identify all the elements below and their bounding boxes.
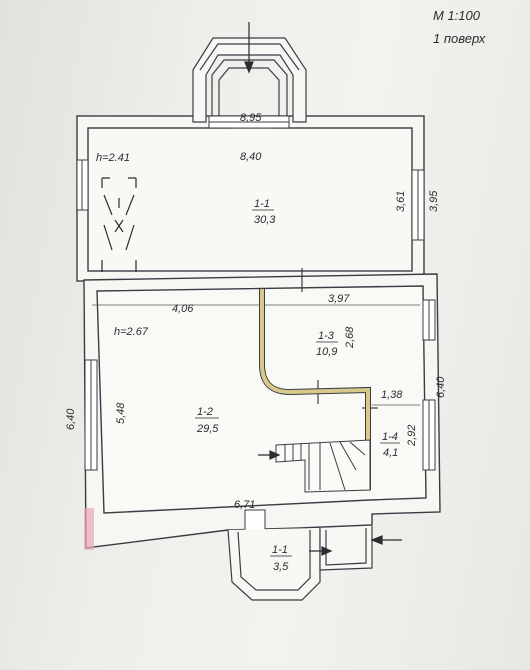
dim-right-upper-inner: 3,61: [395, 191, 407, 212]
dim-right-upper-outer: 3,95: [428, 190, 440, 212]
stair: [275, 439, 371, 493]
height-lower: h=2.67: [114, 326, 149, 338]
upper-walls: [76, 115, 425, 282]
room-id: 1-1: [272, 544, 288, 556]
room-1-3: 1-3 10,9: [316, 330, 338, 358]
room-area: 10,9: [316, 346, 337, 358]
room-area: 4,1: [383, 447, 398, 459]
room-id: 1-1: [254, 198, 270, 210]
dim-top-inner: 8,40: [240, 151, 262, 163]
room-area: 3,5: [273, 561, 289, 573]
partition-1-3: [259, 289, 371, 490]
room-id: 1-4: [382, 431, 398, 443]
room-1-2: 1-2 29,5: [195, 406, 219, 435]
windows: [76, 115, 436, 531]
dim-lower-right-width: 3,97: [328, 293, 350, 305]
dim-room3-height: 2,68: [344, 326, 356, 349]
room-area: 29,5: [196, 423, 219, 435]
dim-left-outer: 6,40: [65, 408, 77, 430]
room-1-1-porch: 1-1 3,5: [270, 544, 292, 573]
room-1-4: 1-4 4,1: [380, 431, 400, 459]
porch-bottom: [227, 526, 373, 601]
scale-label: М 1:100: [433, 8, 481, 23]
dim-top-outer: 8,95: [240, 112, 262, 124]
room-id: 1-2: [197, 406, 213, 418]
dim-room4-width: 1,38: [381, 389, 403, 401]
floor-label: 1 поверх: [433, 31, 486, 46]
dimension-lines: [92, 127, 420, 406]
stair-arrow-icon: [258, 450, 281, 460]
dim-left-inner: 5,48: [115, 402, 127, 424]
dim-right-lower-outer: 6,40: [435, 376, 447, 398]
porch-arrow-icon: [309, 546, 333, 556]
room-1-1: 1-1 30,3: [252, 198, 276, 226]
dim-bottom-width: 6,71: [234, 499, 255, 511]
accent-mark: [84, 508, 94, 550]
height-upper: h=2.41: [96, 152, 130, 164]
vent-marks: [101, 177, 137, 272]
dim-room4-height: 2,92: [406, 425, 418, 447]
entry-arrow-icon: [244, 22, 254, 74]
room-id: 1-3: [318, 330, 335, 342]
side-arrow-icon: [370, 535, 402, 545]
dim-lower-left-width: 4,06: [172, 303, 194, 315]
room-area: 30,3: [254, 214, 276, 226]
